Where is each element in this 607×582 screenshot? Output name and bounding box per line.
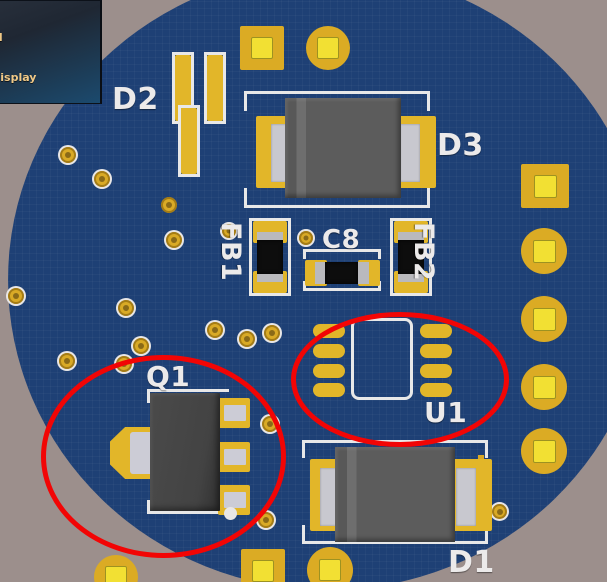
connector-pad[interactable]	[521, 364, 567, 410]
c8-terminal-1	[315, 262, 327, 284]
connector-pad[interactable]	[521, 428, 567, 474]
d2-pad-3[interactable]	[181, 108, 197, 174]
through-hole-pad-square[interactable]	[241, 549, 285, 582]
d3-silk-bottom	[244, 205, 430, 208]
d1-silk-right	[485, 440, 488, 458]
designator-fb1: FB1	[215, 222, 246, 282]
c8-terminal-2	[357, 262, 369, 284]
via[interactable]	[94, 171, 110, 187]
through-hole-pad-round[interactable]	[307, 547, 353, 582]
connector-pad-pin1[interactable]	[521, 164, 569, 208]
annotation-ellipse-u1	[291, 312, 509, 447]
d1-silk-left	[302, 440, 305, 458]
fb1-silk	[249, 218, 291, 296]
designator-d2: D2	[112, 82, 159, 117]
designator-fb2: FB2	[408, 222, 439, 282]
c8-silk-l1	[303, 249, 306, 259]
via[interactable]	[299, 231, 313, 245]
d2-pad-2[interactable]	[207, 55, 223, 121]
d3-silk-left	[244, 91, 247, 111]
d3-silk-left2	[244, 188, 247, 208]
d2-silk-pad2	[204, 52, 226, 124]
d2-silk-pad3	[178, 105, 200, 177]
fb1-body[interactable]	[257, 240, 283, 274]
c8-silk-top	[303, 249, 381, 252]
through-hole-pad-round[interactable]	[94, 555, 138, 582]
through-hole-pad-round[interactable]	[306, 26, 350, 70]
tooltip-line: 0 mil	[0, 5, 94, 18]
via[interactable]	[118, 300, 134, 316]
via[interactable]	[59, 353, 75, 369]
c8-silk-r2	[378, 281, 381, 291]
c8-silk-bottom	[303, 288, 381, 291]
status-tooltip: 0 mil 0 mil ayers): 8mil splay acking lt…	[0, 0, 102, 105]
d3-body[interactable]	[285, 98, 401, 198]
via[interactable]	[8, 288, 24, 304]
d1-silk-right2	[485, 525, 488, 544]
c8-silk-r1	[378, 249, 381, 259]
tooltip-line: lta Origin Display	[0, 71, 37, 85]
via[interactable]	[222, 224, 236, 238]
tooltip-line: acking	[0, 58, 94, 71]
via[interactable]	[133, 338, 149, 354]
d3-silk-top	[244, 91, 430, 94]
d1-silk-left2	[302, 525, 305, 544]
tooltip-line: splay	[0, 45, 94, 58]
tooltip-line: 0 mil	[0, 18, 94, 31]
fb2-silk	[390, 218, 432, 296]
d1-silk-bottom	[302, 541, 488, 544]
connector-pad[interactable]	[521, 296, 567, 342]
annotation-ellipse-q1	[41, 355, 286, 558]
via[interactable]	[264, 325, 280, 341]
c8-silk-l2	[303, 281, 306, 291]
d1-terminal-2	[456, 468, 476, 526]
connector-pad[interactable]	[521, 228, 567, 274]
c8-body[interactable]	[325, 262, 358, 284]
via[interactable]	[60, 147, 76, 163]
designator-d1: D1	[448, 545, 495, 580]
d3-silk-right	[427, 91, 430, 111]
d2-pad-1[interactable]	[175, 55, 191, 121]
d3-silk-right2	[427, 188, 430, 208]
through-hole-pad-square[interactable]	[240, 26, 284, 70]
d1-body[interactable]	[335, 447, 455, 542]
fb2-body[interactable]	[398, 240, 424, 274]
via[interactable]	[492, 504, 507, 519]
via[interactable]	[239, 331, 255, 347]
d3-terminal-2	[400, 124, 420, 182]
tooltip-line: ayers): 8mil	[0, 31, 94, 44]
via[interactable]	[207, 322, 223, 338]
designator-c8: C8	[322, 225, 361, 255]
designator-d3: D3	[437, 128, 484, 163]
via[interactable]	[161, 197, 177, 213]
via[interactable]	[166, 232, 182, 248]
tooltip-line: t Lens	[0, 84, 94, 97]
